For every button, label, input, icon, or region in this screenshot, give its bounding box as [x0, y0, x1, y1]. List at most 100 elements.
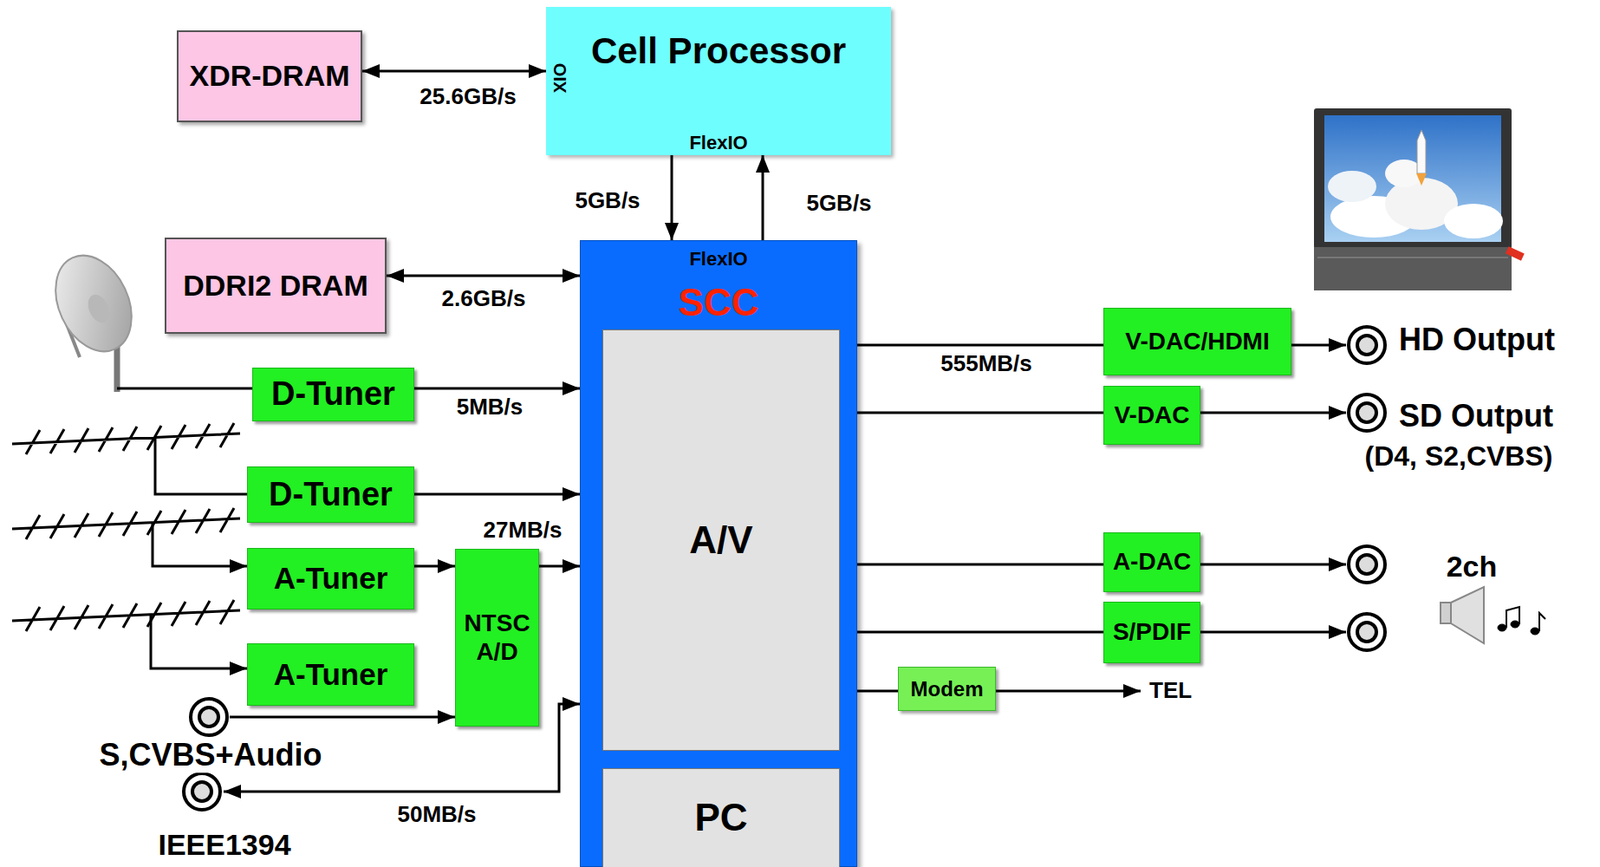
jack-ring: [1348, 546, 1386, 583]
cyan-box: Cell ProcessorXIOFlexIO: [546, 6, 892, 156]
output-wire: [1200, 411, 1347, 415]
green-box: V-DAC: [1103, 385, 1201, 445]
node-label: V-DAC: [1113, 401, 1190, 430]
antenna-symbol: [12, 422, 241, 455]
jack-symbol: [183, 773, 221, 810]
node-label: D-Tuner: [271, 375, 396, 414]
node-label: FlexIO: [580, 247, 857, 270]
note-stem: [1539, 612, 1546, 631]
bandwidth-label: 5GB/s: [804, 190, 873, 217]
antenna: [12, 599, 241, 631]
node-label: S/PDIF: [1112, 617, 1191, 646]
cloud: [1443, 203, 1503, 239]
bus-connector: [857, 630, 1104, 634]
line-label: TEL: [1147, 677, 1194, 704]
green-box: A-DAC: [1103, 532, 1201, 592]
node-label: Modem: [910, 676, 984, 702]
bandwidth-label: 5GB/s: [572, 188, 642, 215]
bandwidth-label: 2.6GB/s: [440, 286, 528, 313]
node-label: DDRI2 DRAM: [182, 268, 368, 303]
jack-symbol: [1348, 326, 1386, 364]
node-label: Cell Processor: [546, 30, 892, 72]
jack-ring: [1348, 394, 1386, 431]
node-label: A-DAC: [1112, 547, 1191, 576]
note-head: [1510, 620, 1520, 628]
bandwidth-label: 5MB/s: [455, 394, 526, 421]
antenna: [12, 422, 241, 455]
green-box: S/PDIF: [1103, 601, 1201, 664]
satellite-dish: [40, 243, 147, 392]
jack-ring: [1348, 326, 1386, 364]
bus-connector: [857, 563, 1104, 566]
bus-connector: [386, 274, 580, 278]
green-box: NTSC A/D: [455, 548, 540, 727]
antenna-feed: [155, 437, 248, 495]
antenna-feed: [152, 522, 248, 566]
jack-ring: [1348, 613, 1386, 651]
bus-connector: [670, 155, 674, 241]
node-label: A-Tuner: [273, 560, 389, 596]
jack-symbol: [1348, 613, 1386, 651]
dish-cable: [117, 387, 253, 391]
bandwidth-label: 27MB/s: [481, 517, 564, 544]
node-label: A/V: [689, 518, 753, 563]
bus-connector: [414, 493, 580, 496]
green-box: A-Tuner: [247, 547, 415, 610]
bandwidth-label: 50MB/s: [395, 801, 478, 828]
output-wire: [995, 689, 1141, 693]
pink-box: DDRI2 DRAM: [164, 237, 387, 334]
jack-core: [1357, 622, 1377, 642]
jack-symbol: [1348, 546, 1386, 583]
jack-core: [1357, 335, 1377, 355]
pink-box: XDR-DRAM: [176, 30, 363, 123]
bus-connector: [414, 565, 456, 568]
input-wire: [229, 715, 456, 719]
antenna-symbol: [12, 599, 241, 631]
note-stem: [1506, 606, 1520, 628]
node-label: V-DAC/HDMI: [1125, 327, 1269, 356]
node-label: FlexIO: [546, 131, 892, 154]
grey-box: PC: [602, 767, 840, 867]
green-box: A-Tuner: [247, 643, 415, 706]
node-label: SCC: [580, 280, 857, 326]
antenna-feed: [150, 614, 248, 669]
antenna-symbol: [12, 507, 241, 540]
node-label: D-Tuner: [268, 475, 393, 514]
blue-box: FlexIO SCC A/V PC: [579, 240, 858, 867]
speaker-body: [1440, 602, 1451, 624]
note-head: [1497, 624, 1507, 631]
output-wire: [1200, 630, 1347, 634]
jack-symbol: [1348, 394, 1386, 431]
tv-indicator: [1505, 246, 1525, 261]
jack-core: [192, 781, 212, 801]
tv-frame: [1313, 108, 1512, 249]
note-head: [1530, 627, 1540, 635]
input-label: S,CVBS+Audio: [97, 736, 324, 773]
node-label: A-Tuner: [273, 656, 389, 692]
dish-reflector: [40, 243, 147, 365]
output-wire: [1291, 344, 1347, 347]
grey-box: A/V: [602, 329, 840, 751]
bandwidth-label: 25.6GB/s: [417, 84, 518, 111]
bandwidth-label: 555MB/s: [938, 351, 1035, 378]
jack-symbol: [190, 698, 228, 735]
speaker-cone: [1450, 586, 1484, 644]
cloud: [1327, 170, 1377, 202]
node-label: XDR-DRAM: [188, 58, 350, 93]
green-box: D-Tuner: [252, 367, 415, 422]
bus-connector: [539, 565, 580, 568]
output-label: HD Output: [1397, 321, 1557, 358]
bus-connector: [857, 411, 1104, 415]
output-label: SD Output: [1397, 397, 1555, 434]
lightgreen-box: Modem: [897, 666, 996, 711]
tv-illustration: [1313, 108, 1525, 291]
green-box: V-DAC/HDMI: [1103, 307, 1292, 376]
port-label: IEEE1394: [156, 827, 293, 862]
jack-ring: [183, 773, 221, 810]
format-note: (D4, S2,CVBS): [1363, 440, 1555, 473]
jack-core: [1357, 403, 1377, 423]
tv-trim: [1317, 256, 1509, 259]
bus-connector: [761, 155, 765, 241]
jack-core: [199, 707, 219, 727]
